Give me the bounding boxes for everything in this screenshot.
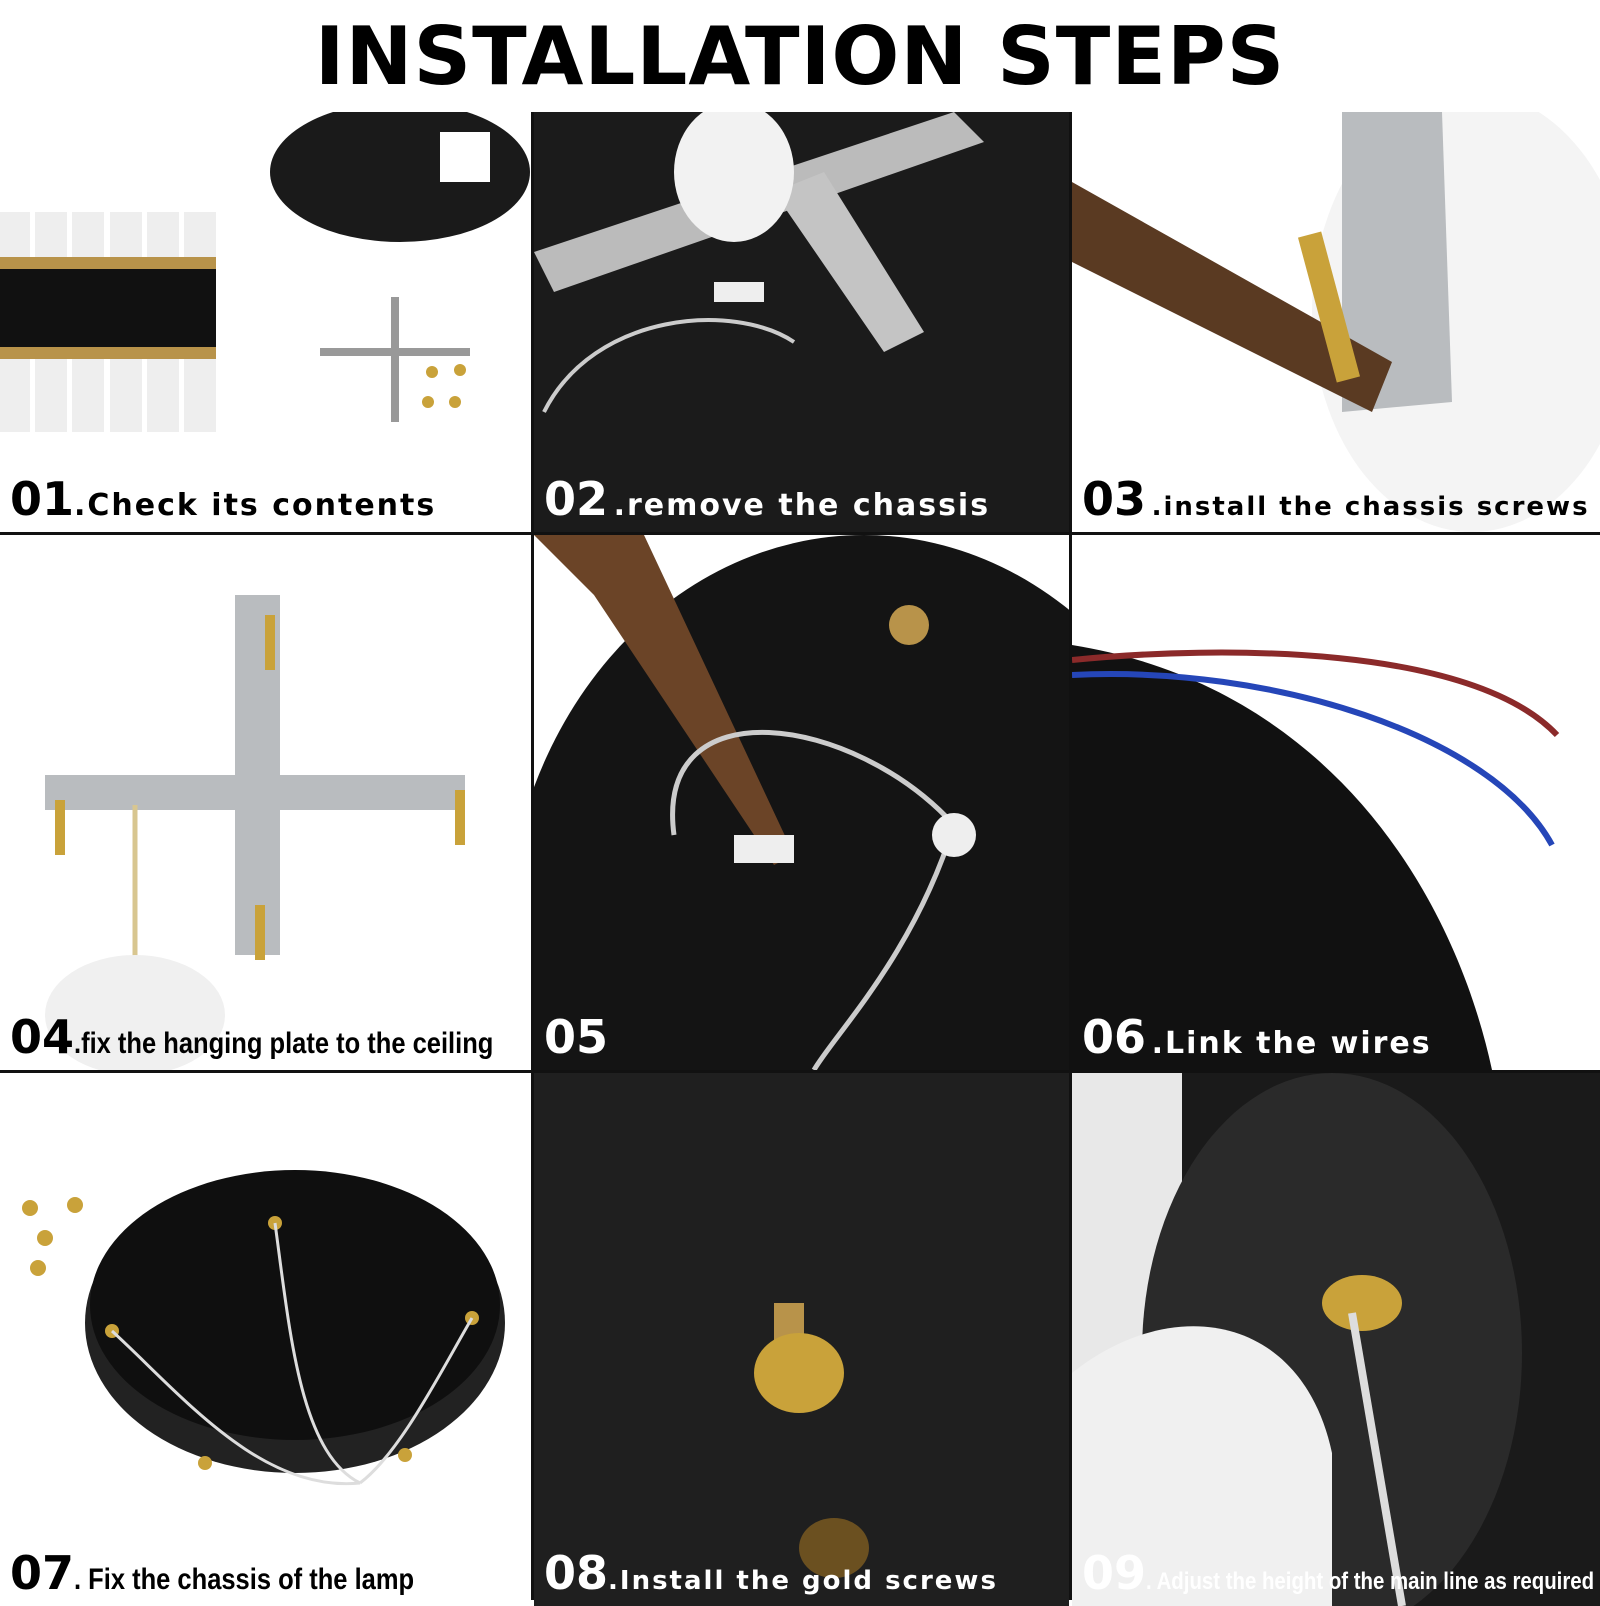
- gold-screws-photo: [754, 1303, 869, 1578]
- step-caption: .remove the chassis: [613, 488, 991, 523]
- contents-photo: [0, 112, 530, 432]
- wiring-photo: [534, 535, 1069, 1070]
- step-number: 07: [10, 1546, 75, 1600]
- step-03: 03 .install the chassis screws: [1072, 112, 1600, 532]
- step-number: 02: [544, 472, 609, 526]
- step-number: 03: [1082, 472, 1147, 526]
- step-number: 09: [1082, 1546, 1147, 1600]
- step-05: 05: [534, 535, 1069, 1070]
- step-01: 01.Check its contents: [0, 112, 531, 532]
- step-caption: .fix the hanging plate to the ceiling: [74, 1027, 494, 1060]
- chassis-photo: [534, 112, 984, 413]
- step-04: 04.fix the hanging plate to the ceiling: [0, 535, 531, 1070]
- step-caption: .Link the wires: [1151, 1026, 1432, 1061]
- steps-grid: 01.Check its contents 02 .remove the cha…: [0, 112, 1600, 1606]
- chassis-lamp-photo: [22, 1170, 505, 1486]
- step-caption: .install the chassis screws: [1151, 492, 1590, 522]
- step-number: 06: [1082, 1010, 1147, 1064]
- screws-photo: [1072, 112, 1600, 532]
- step-number: 01: [10, 472, 75, 526]
- step-09: 09. Adjust the height of the main line a…: [1072, 1073, 1600, 1606]
- step-08: 08.Install the gold screws: [534, 1073, 1069, 1606]
- step-07: 07. Fix the chassis of the lamp: [0, 1073, 531, 1606]
- main-line-photo: [1072, 1073, 1522, 1606]
- page-title: INSTALLATION STEPS: [314, 9, 1286, 103]
- step-06: 06 .Link the wires: [1072, 535, 1600, 1070]
- step-number: 08: [544, 1546, 609, 1600]
- step-caption: . Adjust the height of the main line as …: [1146, 1568, 1595, 1595]
- step-number: 05: [544, 1010, 609, 1064]
- step-02: 02 .remove the chassis: [534, 112, 1069, 532]
- step-number: 04: [10, 1010, 75, 1064]
- wires-photo: [1072, 645, 1560, 1070]
- step-caption: . Fix the chassis of the lamp: [74, 1563, 415, 1596]
- step-caption: .Check its contents: [74, 488, 437, 523]
- step-caption: .Install the gold screws: [608, 1566, 998, 1596]
- hanging-plate-photo: [45, 595, 465, 1070]
